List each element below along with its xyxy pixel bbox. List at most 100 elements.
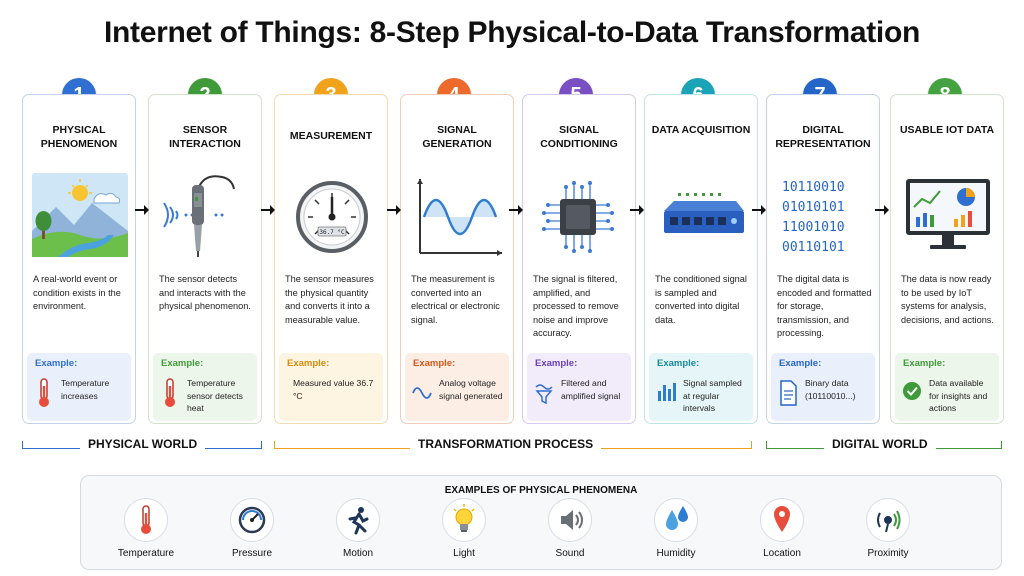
step-description: A real-world event or condition exists i…	[33, 274, 121, 312]
phenomenon-pressure: Pressure	[207, 496, 297, 566]
arrow-right-icon	[630, 205, 644, 215]
example-box: Example: Signal sampled at regular inter…	[649, 353, 753, 421]
region-label-transformation: TRANSFORMATION PROCESS	[410, 437, 602, 451]
phenomenon-label: Light	[453, 548, 475, 559]
example-text: Filtered and amplified signal	[561, 378, 621, 401]
example-label: Example:	[287, 358, 330, 369]
arrow-right-icon	[509, 205, 523, 215]
example-label: Example:	[903, 358, 946, 369]
example-text: Temperature increases	[61, 378, 110, 401]
example-box: Example: Data available for insights and…	[895, 353, 999, 421]
example-label: Example:	[161, 358, 204, 369]
pressure-gauge-icon	[238, 506, 266, 534]
data-acquisition-device-illustration	[664, 193, 744, 233]
waveform-illustration	[417, 179, 502, 256]
step-title: SIGNAL CONDITIONING	[540, 124, 618, 150]
step-title: USABLE IOT DATA	[899, 124, 995, 136]
binary-line: 01010101	[782, 200, 845, 215]
example-box: Example: Binary data (10110010...)	[771, 353, 875, 421]
thermometer-icon	[39, 378, 49, 407]
document-icon	[780, 380, 797, 406]
arrow-right-icon	[387, 205, 401, 215]
step-card-5: SIGNAL CONDITIONING The signal is filter…	[522, 94, 636, 424]
gauge-reading: 36.7 °C	[319, 229, 345, 236]
sine-wave-icon	[412, 387, 432, 399]
examples-title: EXAMPLES OF PHYSICAL PHENOMENA	[444, 485, 638, 496]
phenomenon-label: Humidity	[656, 548, 696, 559]
phenomenon-label: Temperature	[117, 548, 175, 559]
phenomenon-label: Location	[763, 548, 801, 559]
step-card-1: PHYSICAL PHENOMENON A real-world event o…	[22, 94, 136, 424]
light-bulb-icon	[453, 504, 475, 532]
arrow-right-icon	[261, 205, 275, 215]
step-title: SIGNAL GENERATION	[422, 124, 492, 150]
example-box: Example: Measured value 36.7 °C	[279, 353, 383, 421]
step-description: The measurement is converted into an ele…	[411, 274, 500, 325]
arrow-right-icon	[135, 205, 149, 215]
phenomenon-temperature: Temperature	[101, 496, 191, 566]
filter-wave-icon	[535, 384, 553, 405]
phenomenon-label: Sound	[555, 548, 585, 559]
example-label: Example:	[779, 358, 822, 369]
step-description: The sensor detects and interacts with th…	[159, 274, 251, 312]
step-card-4: SIGNAL GENERATION The measurement is con…	[400, 94, 514, 424]
example-text: Analog voltage signal generated	[439, 378, 503, 401]
binary-line: 11001010	[782, 220, 845, 235]
example-label: Example:	[657, 358, 700, 369]
dashboard-monitor-illustration	[906, 179, 990, 249]
gauge-meter-illustration: 36.7 °C	[296, 181, 368, 253]
phenomenon-light: Light	[419, 496, 509, 566]
phenomenon-humidity: Humidity	[631, 496, 721, 566]
step-title: SENSOR INTERACTION	[169, 124, 241, 150]
example-text: Measured value 36.7 °C	[293, 378, 374, 401]
landscape-illustration	[32, 173, 128, 257]
step-card-8: USABLE IOT DATA The data is now ready to…	[890, 94, 1004, 424]
step-card-3: MEASUREMENT 36.7 °C The sensor measures …	[274, 94, 388, 424]
speaker-icon	[561, 510, 583, 530]
microchip-illustration	[542, 181, 614, 253]
arrow-right-icon	[875, 205, 889, 215]
step-title: PHYSICAL PHENOMENON	[40, 124, 118, 150]
thermometer-icon	[165, 378, 175, 407]
step-card-2: SENSOR INTERACTION The sensor detects an…	[148, 94, 262, 424]
step-title: DATA ACQUISITION	[651, 124, 751, 136]
sensor-probe-illustration	[163, 175, 235, 257]
bar-chart-icon	[658, 383, 676, 401]
step-title: DIGITAL REPRESENTATION	[775, 124, 871, 150]
phenomenon-proximity: Proximity	[843, 496, 933, 566]
phenomenon-location: Location	[737, 496, 827, 566]
example-label: Example:	[535, 358, 578, 369]
check-circle-icon	[903, 382, 921, 400]
phenomenon-label: Proximity	[867, 548, 909, 559]
example-text: Data available for insights and actions	[929, 378, 988, 413]
page-title: Internet of Things: 8-Step Physical-to-D…	[103, 16, 921, 49]
phenomenon-sound: Sound	[525, 496, 615, 566]
example-text: Temperature sensor detects heat	[187, 378, 243, 413]
step-card-6: DATA ACQUISITION The conditioned signal …	[644, 94, 758, 424]
step-card-7: DIGITAL REPRESENTATION 10110010 01010101…	[766, 94, 880, 424]
example-box: Example: Temperature increases	[27, 353, 131, 421]
binary-data-illustration: 10110010 01010101 11001010 00110101	[782, 180, 845, 255]
phenomenon-motion: Motion	[313, 496, 403, 566]
step-description: The sensor measures the physical quantit…	[285, 274, 374, 325]
example-label: Example:	[413, 358, 456, 369]
example-text: Signal sampled at regular intervals	[683, 378, 742, 413]
example-label: Example:	[35, 358, 78, 369]
phenomenon-label: Motion	[342, 548, 373, 559]
region-label-digital: DIGITAL WORLD	[824, 437, 936, 451]
map-pin-icon	[774, 506, 790, 532]
step-description: The conditioned signal is sampled and co…	[655, 274, 747, 325]
example-box: Example: Temperature sensor detects heat	[153, 353, 257, 421]
step-description: The signal is filtered, amplified, and p…	[533, 274, 619, 339]
example-box: Example: Filtered and amplified signal	[527, 353, 631, 421]
step-description: The data is now ready to be used by IoT …	[901, 274, 994, 325]
examples-panel: EXAMPLES OF PHYSICAL PHENOMENA Temperatu…	[80, 475, 1002, 570]
binary-line: 10110010	[782, 180, 845, 195]
example-box: Example: Analog voltage signal generated	[405, 353, 509, 421]
arrow-right-icon	[752, 205, 766, 215]
step-description: The digital data is encoded and formatte…	[777, 274, 872, 339]
step-title: MEASUREMENT	[289, 130, 373, 142]
water-drops-icon	[666, 506, 688, 530]
running-person-icon	[348, 507, 369, 535]
proximity-sensor-icon	[877, 510, 901, 533]
